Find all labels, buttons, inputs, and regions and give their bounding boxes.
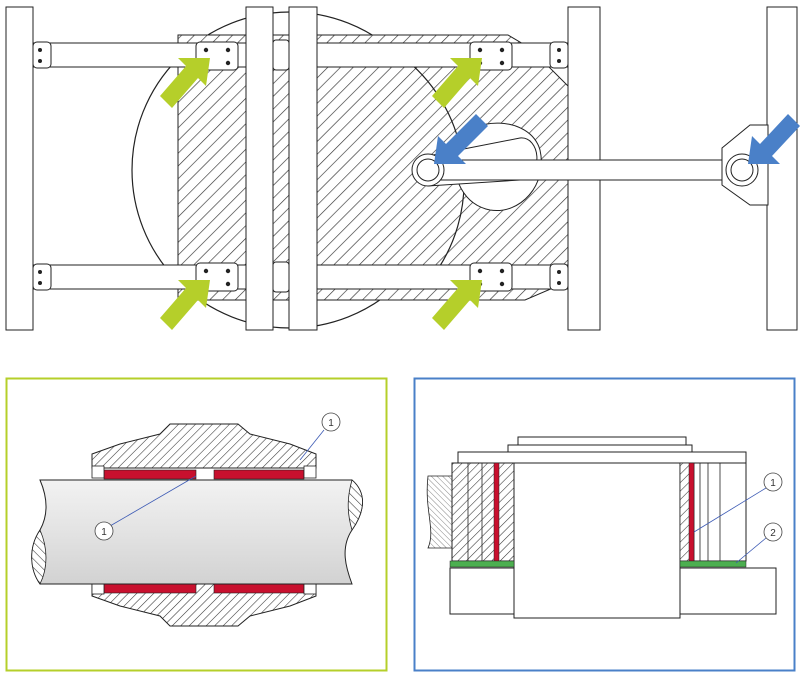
bushing-left — [493, 462, 500, 562]
callout-1-top: 1 — [299, 412, 341, 461]
bushing-upper-left — [103, 469, 197, 480]
green-arrows — [160, 58, 482, 330]
callout-number: 1 — [328, 418, 334, 429]
connecting-rod — [439, 159, 729, 181]
green-arrow-icon — [432, 280, 482, 330]
bushing-right — [688, 462, 695, 562]
rail-end-blocks — [32, 39, 569, 293]
housing-break-left — [426, 475, 453, 549]
blue-arrow-icon — [748, 114, 800, 164]
bearing-housing-upper — [91, 423, 317, 469]
callout-1-right: 1 — [693, 472, 783, 533]
washer-left — [449, 560, 515, 568]
shaft-break-right — [347, 479, 363, 531]
housing-left — [451, 462, 515, 562]
callout-1-center: 1 — [94, 475, 197, 541]
detail-panel-1: 1 1 — [5, 377, 388, 672]
vertical-post-1 — [245, 6, 274, 331]
green-arrow-icon — [432, 58, 482, 108]
detail-panel-2: 1 2 — [413, 377, 796, 672]
callout-number: 1 — [770, 478, 776, 489]
blue-arrow-icon — [434, 114, 488, 164]
bushing-lower-right — [213, 583, 305, 594]
overview-drawing — [5, 6, 800, 331]
shaft — [31, 479, 363, 585]
callout-number: 2 — [770, 528, 776, 539]
shaft-break-left — [31, 529, 47, 585]
bushing-lower-left — [103, 583, 197, 594]
callout-number: 1 — [101, 527, 107, 538]
right-frame-post — [766, 6, 798, 331]
blue-arrows — [434, 114, 800, 164]
linkage-arm — [411, 122, 769, 212]
bushing-upper-right — [213, 469, 305, 480]
rail-end-bolts — [38, 48, 561, 285]
green-arrow-icon — [160, 280, 210, 330]
pin-top-cap — [517, 436, 687, 446]
pin-head — [457, 451, 747, 464]
callout-2-right: 2 — [735, 522, 783, 564]
left-frame-post — [5, 6, 34, 331]
vertical-post-2 — [288, 6, 318, 331]
seal-rings — [91, 465, 317, 595]
pin-body — [513, 462, 681, 619]
green-arrow-icon — [160, 58, 210, 108]
washer-right — [679, 560, 747, 568]
